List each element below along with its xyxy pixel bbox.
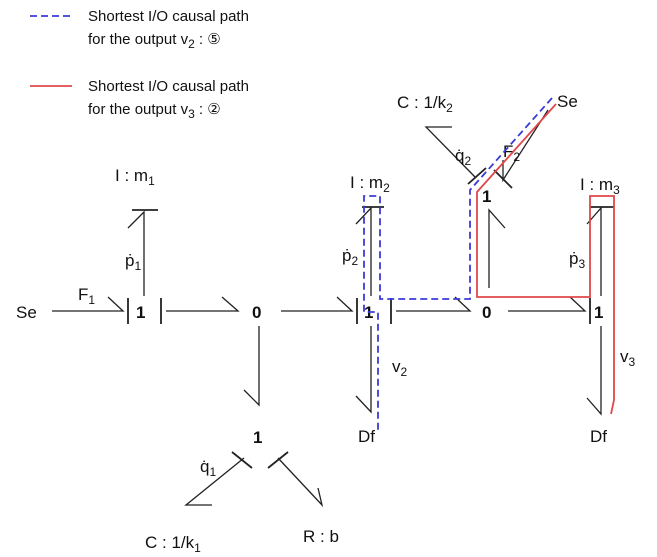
f1-label: F1 [78, 285, 95, 307]
causal-stroke-1d-left [467, 167, 487, 185]
legend: Shortest I/O causal path for the output … [30, 8, 249, 121]
legend-blue-line1: Shortest I/O causal path [88, 8, 249, 25]
blue-causal-path [363, 97, 553, 430]
df-1-label: Df [358, 427, 375, 446]
i-m1-label: I : m1 [115, 166, 155, 188]
se-right-label: Se [557, 92, 578, 111]
red-causal-path [476, 103, 615, 415]
bond-0b-to-1d [488, 208, 506, 288]
bond-0a-to-1b [243, 326, 260, 407]
legend-blue-line2: for the output v2 : ⑤ [88, 31, 221, 51]
bond-1c-to-im2 [355, 206, 372, 296]
df-2-label: Df [590, 427, 607, 446]
bond-1b-to-rb [277, 457, 324, 508]
p2dot-label: ṗ2 [342, 246, 358, 268]
bond-1a-to-im1 [127, 210, 145, 296]
p1dot-label: ṗ1 [125, 251, 141, 273]
bond-1c-to-df1 [355, 326, 372, 414]
bond-0a-to-1c [281, 296, 354, 312]
q1dot-label: q̇1 [200, 457, 216, 479]
junction-1d: 1 [482, 187, 491, 206]
v3-label: v3 [620, 347, 636, 369]
bond-1c-to-0b [396, 296, 472, 312]
bond-1a-to-0a [166, 296, 240, 312]
bond-0b-to-1e [508, 296, 587, 312]
i-m2-label: I : m2 [350, 173, 390, 195]
bond-1d-to-ck2 [424, 126, 477, 179]
bond-1e-to-im3 [586, 206, 602, 296]
junction-1a: 1 [136, 303, 145, 322]
causal-stroke-1b-right [267, 451, 289, 469]
bond-1b-to-ck1 [184, 457, 245, 506]
bond-1e-to-df2 [586, 326, 602, 416]
bond-se-to-1d [502, 109, 549, 183]
i-m3-label: I : m3 [580, 175, 620, 197]
f2-label: F2 [503, 142, 520, 164]
q2dot-label: q̇2 [455, 146, 471, 168]
bond-se-to-1a [52, 296, 125, 312]
junction-0b: 0 [482, 303, 491, 322]
c-k1-label: C : 1/k1 [145, 533, 201, 555]
legend-red-line2: for the output v3 : ② [88, 101, 221, 121]
c-k2-label: C : 1/k2 [397, 93, 453, 115]
junction-0a: 0 [252, 303, 261, 322]
p3dot-label: ṗ3 [569, 249, 585, 271]
legend-red-line1: Shortest I/O causal path [88, 78, 249, 95]
se-left-label: Se [16, 303, 37, 322]
v2-label: v2 [392, 357, 408, 379]
r-b-label: R : b [303, 527, 339, 546]
junction-1e: 1 [594, 303, 603, 322]
junction-1b: 1 [253, 428, 262, 447]
